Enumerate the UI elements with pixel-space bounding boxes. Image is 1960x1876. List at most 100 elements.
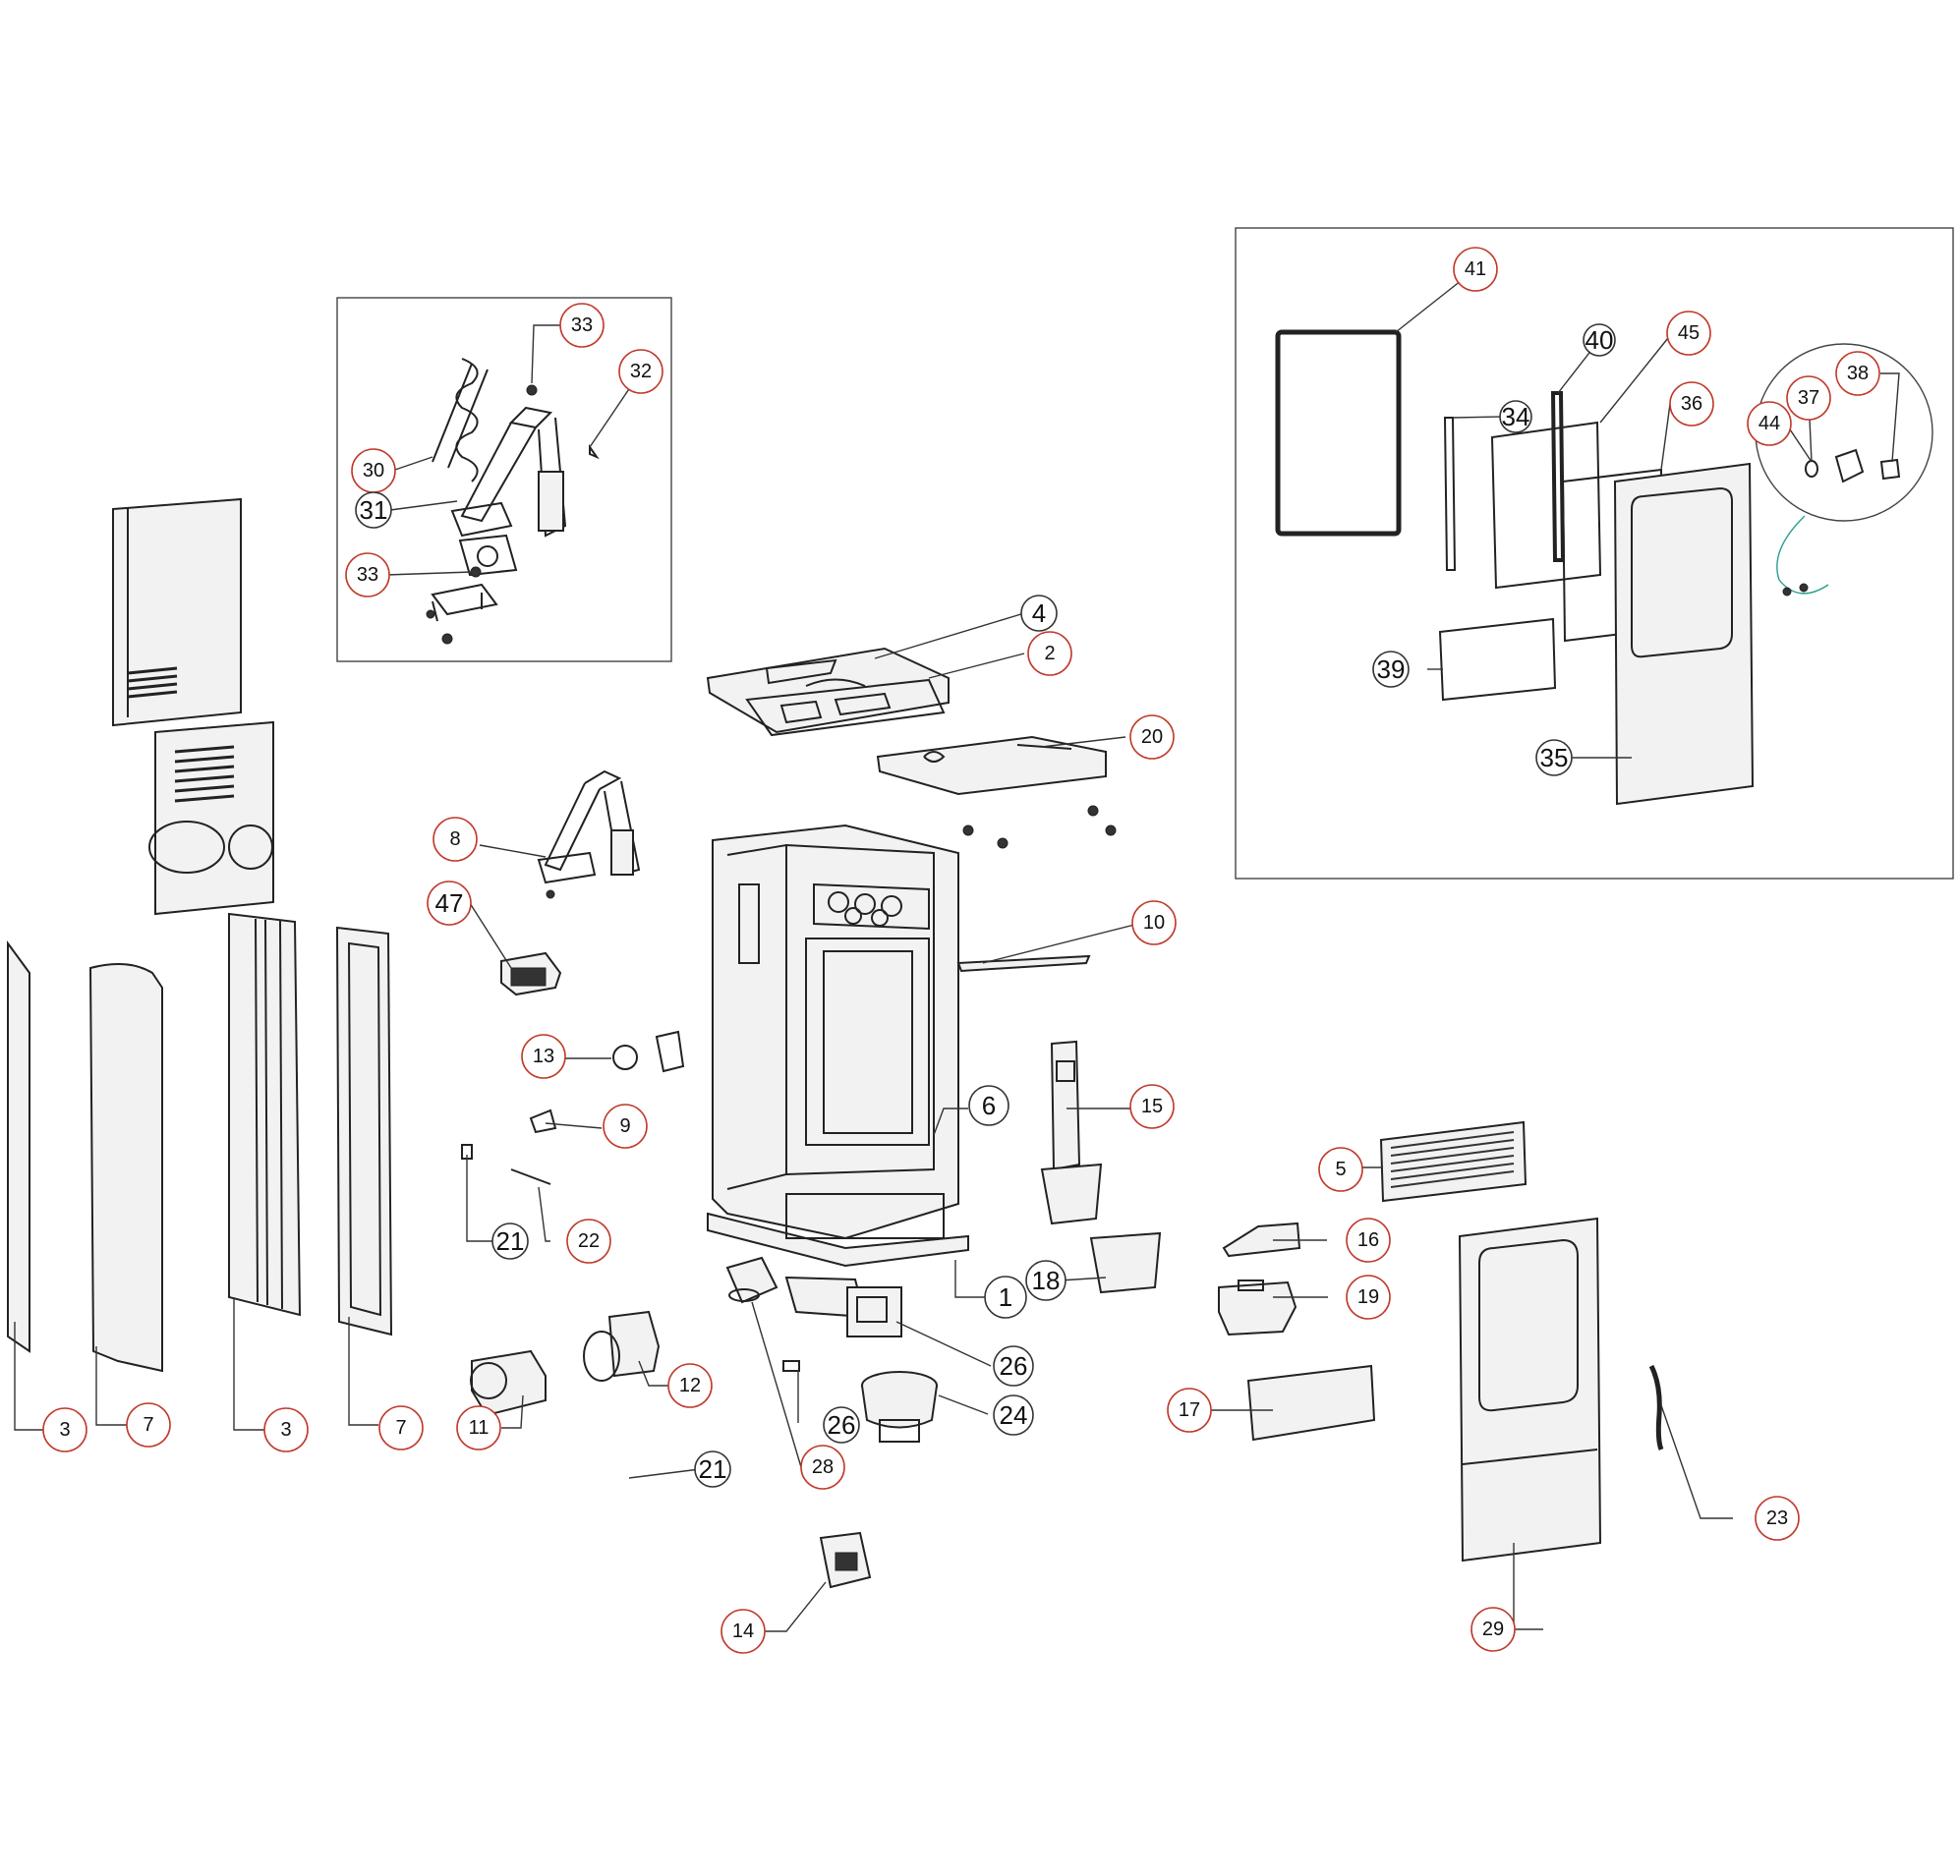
callout-c5: 5	[1318, 1147, 1363, 1192]
callout-label: 1	[999, 1282, 1012, 1312]
callout-label: 39	[1377, 654, 1406, 684]
callout-label: 14	[732, 1620, 754, 1642]
callout-c47: 47	[427, 881, 472, 926]
screw-part	[526, 384, 538, 396]
callout-label: 5	[1335, 1159, 1346, 1180]
feeder-part	[537, 769, 641, 899]
callout-c9: 9	[603, 1104, 648, 1149]
callout-c41: 41	[1453, 247, 1498, 292]
nut-part	[470, 566, 482, 578]
callout-label: 37	[1798, 387, 1819, 409]
callout-label: 35	[1540, 743, 1569, 772]
auger-motor-bracket-part	[426, 583, 498, 645]
callout-c12: 12	[667, 1363, 713, 1408]
callout-c15: 15	[1129, 1084, 1175, 1129]
exhaust-pipe-part	[725, 1256, 902, 1337]
callout-label: 22	[578, 1230, 600, 1252]
callout-c44: 44	[1747, 401, 1792, 446]
callout-label: 41	[1465, 258, 1486, 280]
callout-label: 24	[1000, 1400, 1028, 1430]
callout-c26b: 26	[823, 1406, 860, 1444]
callout-label: 38	[1847, 363, 1869, 384]
callout-label: 31	[360, 495, 388, 525]
callout-label: 21	[699, 1454, 727, 1484]
glass-frame-part	[1443, 417, 1602, 590]
callout-c18: 18	[1025, 1260, 1066, 1301]
callout-label: 26	[1000, 1351, 1028, 1381]
callout-label: 10	[1143, 912, 1165, 934]
callout-c33a: 33	[559, 303, 605, 348]
callout-label: 7	[143, 1414, 153, 1436]
auger-housing-part	[450, 406, 567, 538]
door-part	[1458, 1217, 1602, 1563]
igniter-part	[782, 1360, 800, 1372]
smoke-fan-part	[470, 1349, 547, 1417]
callout-c32: 32	[618, 349, 663, 394]
callout-c35: 35	[1535, 739, 1573, 776]
callout-c13: 13	[521, 1034, 566, 1079]
callout-c45: 45	[1666, 311, 1711, 356]
callout-c3b: 3	[263, 1407, 309, 1452]
callout-label: 8	[449, 828, 460, 850]
side-panel-front-right-part	[335, 926, 393, 1336]
callout-c29: 29	[1470, 1607, 1516, 1652]
inner-door-part	[1613, 462, 1755, 806]
stove-body-frame-part	[707, 824, 969, 1268]
callout-c40: 40	[1583, 323, 1616, 357]
callout-label: 3	[59, 1419, 70, 1441]
auger-detail-frame	[336, 297, 672, 662]
callout-c23: 23	[1755, 1496, 1800, 1541]
callout-c7b: 7	[378, 1405, 424, 1450]
callout-label: 11	[469, 1417, 490, 1439]
auger-gasket-part	[458, 534, 518, 577]
side-panel-left-part	[7, 939, 30, 1353]
ash-tray-part	[1089, 1231, 1162, 1294]
callout-c21a: 21	[491, 1222, 529, 1260]
callout-c2: 2	[1027, 631, 1072, 676]
callout-label: 44	[1758, 413, 1780, 434]
callout-c11: 11	[456, 1405, 501, 1450]
callout-c20: 20	[1129, 714, 1175, 760]
callout-label: 36	[1681, 393, 1702, 415]
callout-c37: 37	[1786, 375, 1831, 421]
hinge-detail-connector	[1776, 515, 1829, 595]
callout-c38: 38	[1835, 351, 1880, 396]
callout-c21b: 21	[694, 1450, 731, 1488]
callout-label: 33	[571, 314, 593, 336]
callout-label: 7	[395, 1417, 406, 1439]
door-detail-frame	[1235, 227, 1954, 880]
callout-c39: 39	[1372, 651, 1410, 688]
callout-label: 26	[828, 1410, 856, 1440]
control-board-part	[500, 951, 562, 996]
back-panel-part	[112, 497, 274, 916]
callout-label: 33	[357, 564, 378, 586]
callout-c14: 14	[721, 1609, 766, 1654]
callout-label: 9	[619, 1115, 630, 1137]
side-panel-right-part	[228, 912, 302, 1317]
callout-c30: 30	[351, 448, 396, 493]
brazier-part	[1218, 1279, 1297, 1336]
callout-c28: 28	[800, 1445, 845, 1490]
pellet-hopper-part	[1246, 1364, 1376, 1442]
callout-c34: 34	[1499, 400, 1532, 433]
callout-label: 30	[363, 460, 384, 482]
callout-c8: 8	[432, 817, 478, 862]
callout-c17: 17	[1167, 1388, 1212, 1433]
side-panel-front-left-part	[88, 963, 163, 1373]
callout-label: 19	[1357, 1286, 1379, 1308]
handle-part	[1222, 1222, 1301, 1258]
callout-label: 4	[1032, 598, 1046, 628]
callout-c19: 19	[1346, 1275, 1391, 1320]
callout-label: 13	[533, 1046, 554, 1067]
callout-c6: 6	[968, 1085, 1009, 1126]
callout-c3a: 3	[42, 1407, 87, 1452]
callout-label: 40	[1585, 325, 1614, 355]
burn-pot-part	[861, 1371, 938, 1443]
probe-part	[510, 1168, 551, 1185]
door-strip-part	[1550, 391, 1566, 562]
callout-c10: 10	[1131, 900, 1177, 945]
callout-c22: 22	[566, 1219, 611, 1264]
pressure-switch-part	[612, 1030, 685, 1073]
callout-label: 6	[982, 1091, 996, 1120]
